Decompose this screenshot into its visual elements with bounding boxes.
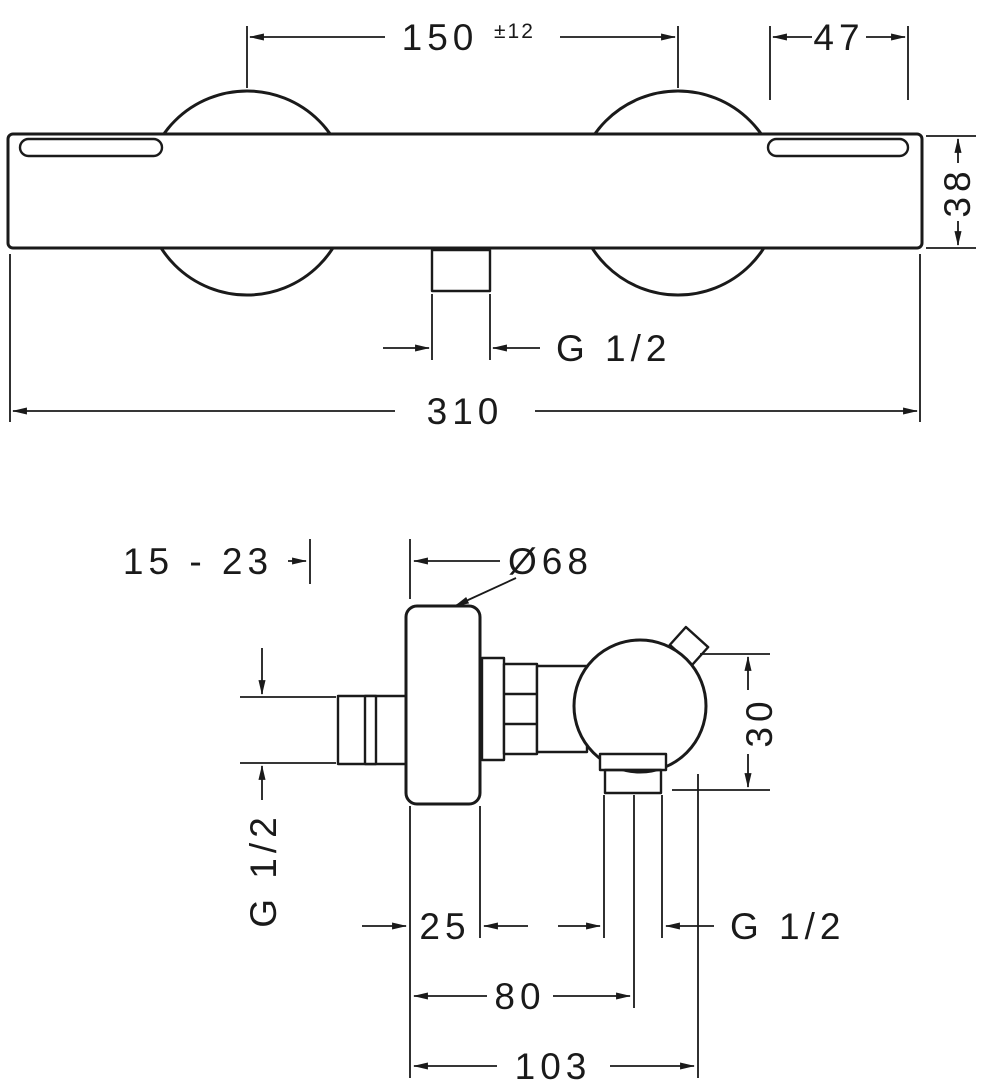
dim-outlet-thread-side: G 1/2	[558, 906, 846, 947]
left-handle-slot	[18, 137, 164, 158]
dim-label-outlet-thread-front: G 1/2	[556, 328, 672, 369]
outlet-collar	[598, 752, 668, 772]
dim-label-outlet-offset: 30	[739, 696, 780, 747]
front-view	[6, 89, 924, 297]
dim-wall-distance-range: 15 - 23	[123, 539, 311, 584]
dim-label-wall-distance-range: 15 - 23	[123, 541, 273, 582]
connector-ring	[480, 656, 506, 762]
dim-label-center-distance-tolerance: ±12	[494, 20, 535, 43]
dim-handle-width: 47	[769, 17, 909, 100]
dim-body-height: 38	[926, 135, 978, 249]
dim-escutcheon-depth: 25	[362, 906, 528, 947]
dim-label-outlet-thread-side: G 1/2	[730, 906, 846, 947]
dim-label-escutcheon-depth: 25	[419, 906, 470, 947]
dim-outlet-offset: 30	[672, 653, 780, 791]
dim-label-face-to-outlet: 80	[494, 976, 545, 1017]
dim-label-overall-depth: 103	[515, 1046, 592, 1087]
shower-outlet-thread-front	[430, 248, 492, 293]
dim-label-center-distance: 150	[402, 17, 479, 58]
dim-inlet-thread: G 1/2	[240, 648, 336, 928]
escutcheon-side-profile	[404, 604, 482, 806]
dim-label-inlet-thread: G 1/2	[243, 812, 284, 928]
right-handle-slot	[766, 137, 910, 158]
side-view	[336, 604, 710, 806]
dim-label-escutcheon-diameter: Ø68	[508, 541, 593, 582]
dim-center-distance: 150 ±12	[246, 17, 679, 88]
dim-escutcheon-diameter: Ø68	[409, 539, 593, 607]
dim-label-overall-width: 310	[427, 391, 504, 432]
handle-circle	[572, 638, 708, 774]
dim-label-handle-width: 47	[813, 17, 864, 58]
dim-label-body-height: 38	[937, 166, 978, 217]
dim-overall-width: 310	[9, 254, 921, 432]
inlet-thread-groove	[363, 694, 378, 766]
dim-outlet-thread-front: G 1/2	[383, 294, 672, 369]
dim-face-to-outlet: 80	[412, 976, 632, 1017]
hex-nut	[502, 662, 539, 756]
mixer-body	[6, 132, 924, 250]
outlet-thread-side	[603, 768, 663, 795]
dim-overall-depth: 103	[412, 1046, 696, 1087]
